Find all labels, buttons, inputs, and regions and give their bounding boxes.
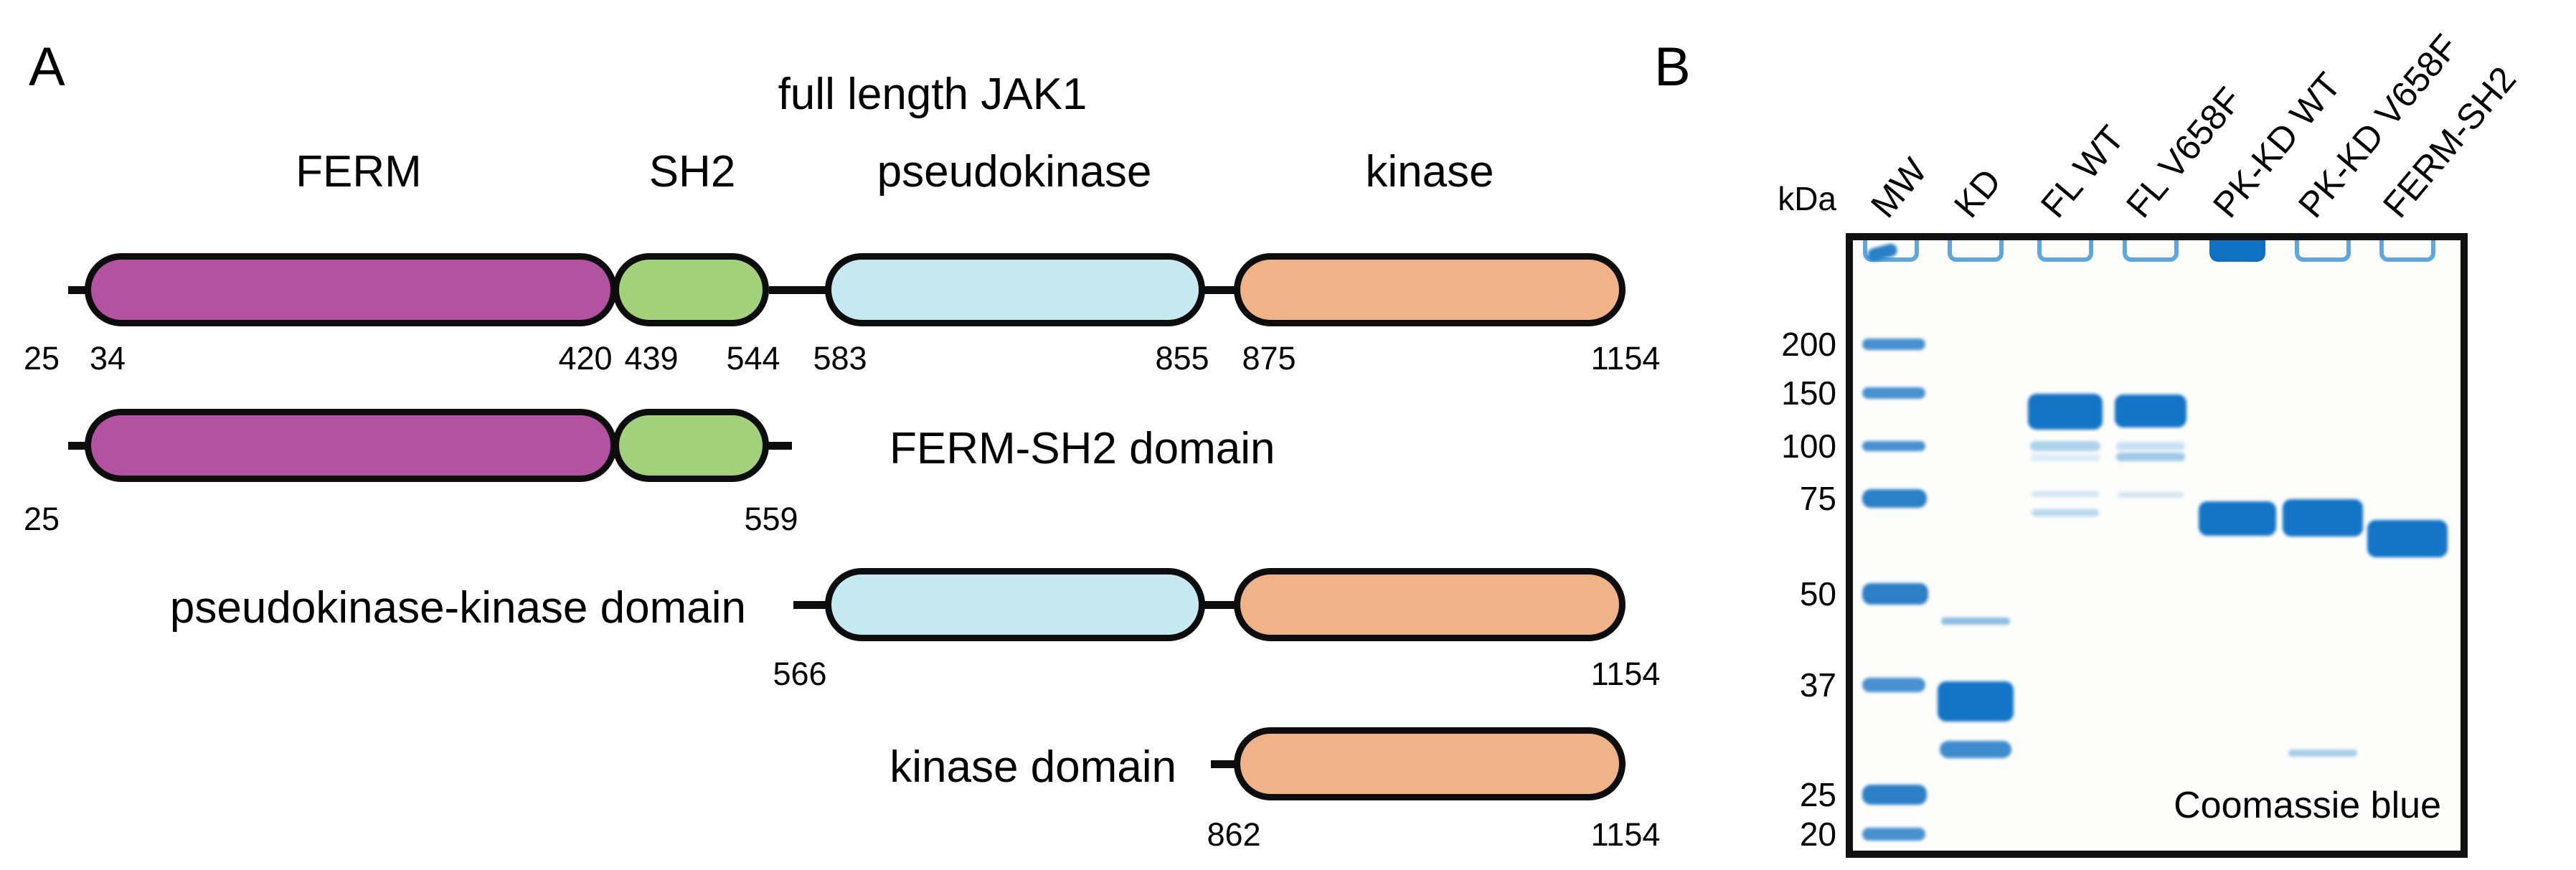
residue-number: 34 [89, 340, 126, 377]
fl-v658f-sub-band [2116, 453, 2185, 461]
residue-number: 1154 [1590, 816, 1661, 853]
ferm-sh2-main-band [2367, 520, 2448, 557]
pseudokinase-domain-label: pseudokinase [877, 147, 1152, 197]
gel-well-kd [1948, 240, 2004, 262]
kd-sub-band [1940, 741, 2011, 758]
ladder-band-100 [1862, 441, 1925, 451]
row1-left-stub [68, 286, 90, 294]
lane-label-kd: KD [1946, 161, 2009, 225]
residue-number: 875 [1242, 340, 1296, 377]
lane-label-mw: MW [1863, 150, 1935, 225]
mw-marker-label: 20 [1799, 815, 1836, 853]
row1-kinase-pill [1234, 253, 1626, 326]
row2-ferm-pill [85, 409, 617, 482]
pk-kd-wt-main-band [2199, 501, 2276, 536]
gel-well-pk-kd-v658f [2295, 240, 2351, 262]
ladder-band-25 [1862, 785, 1927, 805]
mw-marker-label: 25 [1799, 776, 1836, 813]
row2-sh2-pill [613, 409, 769, 482]
stain-label: Coomassie blue [2174, 785, 2441, 826]
gel-well-mw [1863, 240, 1919, 262]
residue-number: 25 [23, 340, 60, 377]
gel-well-fl-wt [2037, 240, 2093, 262]
fl-wt-sub-band [2030, 454, 2100, 461]
fl-wt-sub-band [2030, 441, 2100, 451]
row4-left-stub [1211, 760, 1237, 768]
gel-well-fl-v658f [2123, 240, 2179, 262]
row3-linker [1204, 601, 1237, 609]
kd-main-band [1938, 681, 2014, 722]
row1-sh2-pill [613, 253, 769, 326]
row1-ferm-pill [85, 253, 617, 326]
kd-faint-band [1941, 618, 2010, 625]
row2-left-stub [68, 442, 90, 450]
row4-kinase-pill [1234, 727, 1626, 800]
gel-well-ferm-sh2 [2379, 240, 2435, 262]
residue-number: 544 [726, 340, 780, 377]
ladder-band-150 [1862, 387, 1925, 399]
mw-marker-label: 50 [1799, 575, 1836, 613]
pk-kd-construct-label: pseudokinase-kinase domain [169, 583, 746, 633]
mw-marker-label: 100 [1781, 427, 1836, 465]
row1-linker2 [1204, 286, 1237, 294]
residue-number: 439 [624, 340, 679, 377]
pk-kd-v658f-main-band [2283, 499, 2363, 536]
panel-a-letter: A [29, 37, 65, 98]
row3-kinase-pill [1234, 568, 1626, 641]
mw-marker-label: 37 [1799, 666, 1836, 704]
fl-v658f-faint-band [2118, 492, 2184, 498]
ladder-band-20 [1862, 828, 1925, 841]
panel-b-letter: B [1654, 37, 1691, 98]
ferm-domain-label: FERM [296, 147, 422, 197]
residue-number: 1154 [1590, 656, 1661, 692]
lane-label-fl-wt: FL WT [2033, 118, 2133, 225]
residue-number: 583 [813, 340, 867, 377]
residue-number: 862 [1207, 816, 1261, 853]
row1-pseudokinase-pill [825, 253, 1205, 326]
gel-well-pk-kd-wt [2209, 240, 2265, 262]
mw-marker-label: 150 [1781, 374, 1836, 412]
fl-v658f-sub-band [2116, 442, 2185, 450]
ladder-band-50 [1862, 583, 1928, 605]
residue-number: 420 [558, 340, 613, 377]
sds-page-gel: Coomassie blue [1846, 233, 2468, 858]
residue-number: 855 [1155, 340, 1209, 377]
mw-marker-label: 75 [1799, 480, 1836, 517]
row1-linker1 [769, 286, 828, 294]
kd-construct-label: kinase domain [890, 742, 1176, 792]
residue-number: 1154 [1590, 340, 1661, 377]
kda-units-label: kDa [1778, 180, 1836, 217]
sh2-domain-label: SH2 [648, 147, 736, 197]
row3-pseudokinase-pill [825, 568, 1205, 641]
residue-number: 25 [23, 501, 60, 537]
panel-a-title: full length JAK1 [778, 70, 1088, 119]
ladder-band-75 [1862, 489, 1927, 508]
ladder-band-200 [1862, 339, 1925, 350]
residue-number: 566 [773, 656, 827, 692]
residue-number: 559 [744, 501, 798, 537]
kinase-domain-label: kinase [1365, 147, 1494, 197]
mw-marker-label: 200 [1781, 326, 1836, 363]
ferm-sh2-construct-label: FERM-SH2 domain [890, 424, 1275, 473]
pk-kd-v658f-faint-band [2288, 750, 2357, 757]
row2-right-stub [768, 442, 792, 450]
ladder-band-37 [1862, 678, 1925, 692]
fl-wt-main-band [2028, 394, 2103, 430]
row3-left-stub [793, 601, 828, 609]
fl-wt-faint-band [2032, 491, 2099, 497]
fl-v658f-main-band [2115, 394, 2186, 427]
fl-wt-faint-band [2032, 509, 2099, 516]
